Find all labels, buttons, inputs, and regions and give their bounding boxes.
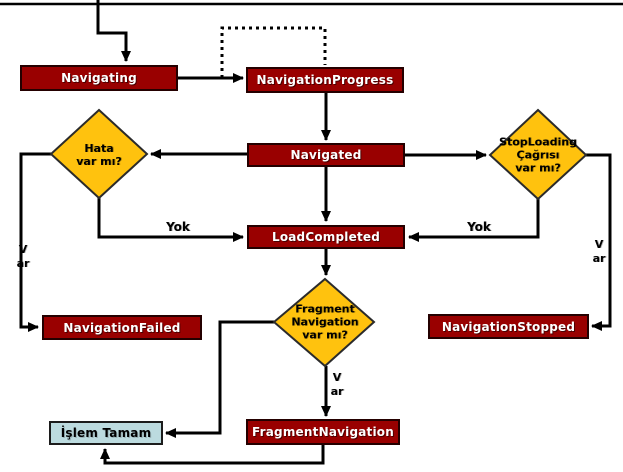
decision-hata-diamond <box>49 108 149 200</box>
node-navigating: Navigating <box>20 65 178 91</box>
edge-hata-yok-to-loadcompleted <box>97 198 244 242</box>
edge-hata-var-to-navigationfailed <box>19 152 51 332</box>
edge-label-yok-right: Yok <box>467 220 491 234</box>
node-islem-tamam: İşlem Tamam <box>49 421 163 445</box>
decision-fragment-diamond <box>272 277 376 368</box>
edge-fragmentnavigation-to-islemtamam <box>100 445 325 465</box>
decision-stoploading-label: StopLoading Çağrısı var mı? <box>499 135 577 175</box>
edge-stoploading-var-to-navigationstopped <box>586 153 612 331</box>
edge-label-var-right: Var <box>592 238 606 265</box>
decision-fragment-label: Fragment Navigation var mı? <box>291 302 359 342</box>
node-fragment-navigation: FragmentNavigation <box>246 419 400 445</box>
edge-fragment-to-islemtamam <box>165 320 274 438</box>
edge-start-to-navigating <box>96 0 131 62</box>
node-navigated: Navigated <box>247 143 405 167</box>
node-navigation-failed: NavigationFailed <box>42 315 202 340</box>
node-load-completed: LoadCompleted <box>247 225 405 249</box>
decision-stoploading-diamond <box>488 108 588 201</box>
edge-label-yok-left: Yok <box>166 220 190 234</box>
decision-hata-label: Hata var mı? <box>76 142 122 168</box>
edge-label-var-middle: Var <box>330 371 344 398</box>
edge-label-var-left: Var <box>16 243 30 270</box>
node-navigation-progress: NavigationProgress <box>246 67 404 93</box>
edge-stoploading-yok-to-loadcompleted <box>408 199 540 242</box>
node-navigation-stopped: NavigationStopped <box>428 314 589 339</box>
